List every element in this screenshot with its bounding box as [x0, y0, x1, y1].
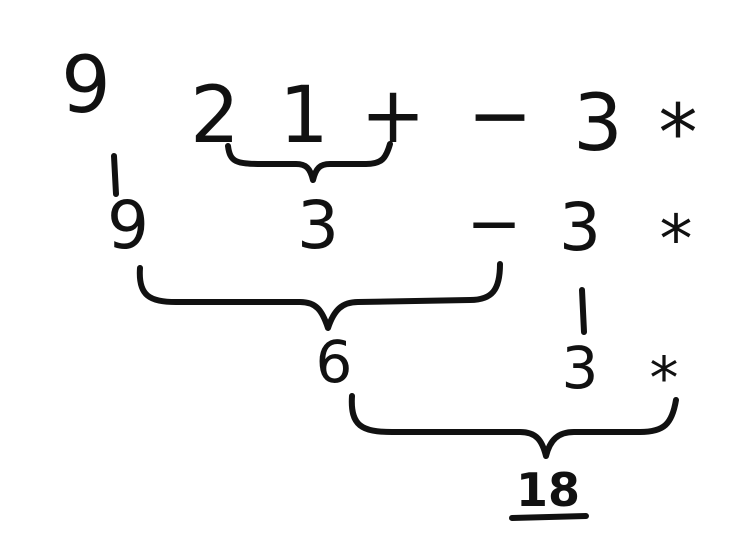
- row-2-token-9: 9: [107, 187, 149, 264]
- carry-line-9: [111, 153, 119, 197]
- row-1-token-3: 3: [573, 79, 623, 169]
- result: 18: [509, 463, 589, 521]
- row-1: 9 2 1 + − 3 *: [61, 41, 697, 179]
- row-2-token-3b: 3: [559, 189, 601, 266]
- row-1-token-2: 2: [190, 71, 240, 161]
- row-1-token-9: 9: [61, 41, 111, 131]
- row-1-minus-operator: −: [467, 71, 532, 161]
- row-1-plus-operator: +: [360, 71, 425, 161]
- row-3: 6 3 *: [316, 328, 679, 412]
- row-3-token-3: 3: [562, 334, 599, 402]
- row-2: 9 3 − 3 *: [107, 185, 693, 278]
- brace-2-1-plus: [225, 141, 393, 183]
- row-3-token-6: 6: [316, 328, 353, 396]
- result-underline: [509, 513, 589, 521]
- carry-line-3: [579, 287, 587, 335]
- row-1-multiply-operator: *: [659, 89, 698, 179]
- brace-9-3-minus: [136, 261, 503, 331]
- row-1-token-1: 1: [279, 71, 329, 161]
- brace-6-3-multiply: [348, 393, 679, 459]
- row-2-multiply-operator: *: [660, 201, 693, 278]
- row-2-minus-operator: −: [466, 185, 521, 262]
- row-2-token-3: 3: [297, 187, 339, 264]
- result-value: 18: [516, 463, 580, 517]
